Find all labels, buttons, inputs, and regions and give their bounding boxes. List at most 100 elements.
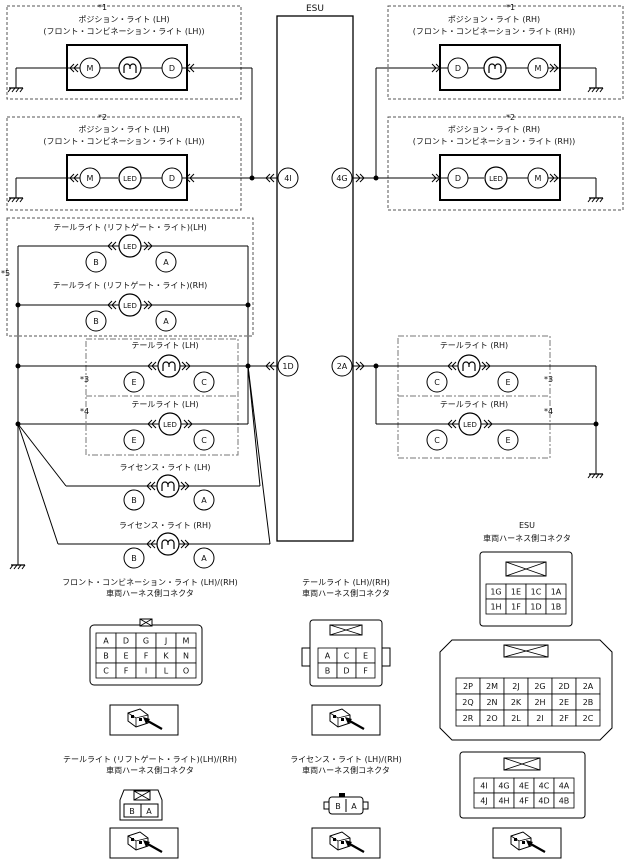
esu-connector-2-pin-label: 2N — [486, 698, 497, 707]
esu-connector-2-pin-label: 2D — [558, 682, 569, 691]
terminal-d: D — [455, 174, 461, 183]
license-pin-a: A — [351, 802, 357, 811]
front-connector-pin-label: N — [183, 652, 189, 661]
terminal-a: A — [163, 258, 169, 267]
bulb-icon — [156, 532, 180, 556]
note-4-rh: *4 — [544, 407, 553, 416]
front-connector-pin-label: B — [103, 652, 109, 661]
front-connector-pin-label: E — [123, 652, 128, 661]
connector-view-icon — [310, 703, 382, 737]
terminal-c: C — [434, 436, 440, 445]
front-connector-pin-label: L — [164, 667, 169, 676]
esu-connector-1-pin-label: 1F — [511, 603, 521, 612]
note-1-lh: *1 — [98, 3, 107, 12]
terminal-d: D — [455, 64, 461, 73]
connector-view-icon — [491, 826, 563, 860]
note-2-lh: *2 — [98, 113, 107, 122]
note-3-rh: *3 — [544, 375, 553, 384]
license-lh-label: ライセンス・ライト (LH) — [119, 463, 210, 472]
pos-lh-1-sub: (フロント・コンビネーション・ライト (LH)) — [43, 27, 204, 36]
note-4-lh: *4 — [80, 407, 89, 416]
esu-box — [276, 15, 354, 542]
note-1-rh: *1 — [506, 3, 515, 12]
esu-connector-2-pin-label: 2C — [583, 714, 594, 723]
pos-lh-1-frame — [6, 5, 242, 100]
led-label: LED — [123, 175, 137, 183]
tail-connector-pin-label: B — [325, 667, 331, 676]
pos-rh-2-label: ポジション・ライト (RH) — [448, 125, 540, 134]
esu-connector-4-pin-label: 4D — [538, 797, 549, 806]
front-connector-pin-label: J — [164, 637, 167, 646]
tail-connector-cell — [355, 662, 376, 679]
terminal-b: B — [131, 496, 137, 505]
esu-connector-1-pin-label: 1C — [531, 588, 542, 597]
pos-lh-2-label: ポジション・ライト (LH) — [78, 125, 169, 134]
terminal-c: C — [201, 436, 207, 445]
esu-connector-2-pin-label: 2G — [534, 682, 545, 691]
esu-connector-2-pin-label: 2O — [486, 714, 497, 723]
bulb-icon — [483, 56, 507, 80]
license-rh-label: ライセンス・ライト (RH) — [119, 521, 211, 530]
esu-connector-4-pin-label: 4F — [519, 797, 529, 806]
esu-connector-4-pin-label: 4A — [559, 782, 570, 791]
connector-view-icon — [310, 826, 382, 860]
esu-pin-1d — [277, 355, 299, 377]
esu-pin-4i — [277, 167, 299, 189]
front-connector-pin-label: I — [145, 667, 147, 676]
esu-connector-2-pin-label: 2P — [463, 682, 473, 691]
terminal-c: C — [201, 378, 207, 387]
esu-connector-2-pin-label: 2F — [559, 714, 569, 723]
ground-icon — [587, 473, 604, 479]
terminal-m: M — [535, 174, 542, 183]
connector-view-icon — [108, 703, 180, 737]
license-connector: B A — [323, 793, 369, 815]
liftgate-connector-title: テールライト (リフトゲート・ライト)(LH)/(RH) — [63, 754, 237, 764]
tail-connector-pin-label: D — [343, 667, 349, 676]
terminal-a: A — [201, 496, 207, 505]
tail-rh-frame — [397, 335, 551, 459]
tail-connector-pin-label: C — [344, 652, 350, 661]
bulb-icon — [118, 56, 142, 80]
tail-rh-4-label: テールライト (RH) — [440, 400, 508, 409]
front-connector-cell — [175, 662, 197, 679]
ground-icon — [7, 197, 24, 203]
pos-rh-1-sub: (フロント・コンビネーション・ライト (RH)) — [413, 27, 575, 36]
esu-connector-4-pin-label: 4C — [539, 782, 550, 791]
esu-connector-1-pin-label: 1D — [530, 603, 541, 612]
front-connector-pin-label: C — [103, 667, 109, 676]
bulb-icon — [157, 354, 181, 378]
ground-icon — [9, 564, 26, 570]
liftgate-pin-a: A — [146, 807, 152, 816]
bulb-icon — [457, 354, 481, 378]
esu-connector-2-pin-label: 2B — [583, 698, 594, 707]
terminal-b: B — [93, 258, 99, 267]
pos-rh-2-sub: (フロント・コンビネーション・ライト (RH)) — [413, 137, 575, 146]
terminal-b: B — [131, 554, 137, 563]
led-icon — [118, 234, 142, 258]
esu-connector-4-pin-label: 4E — [519, 782, 529, 791]
esu-connector-2-pin-label: 2H — [534, 698, 545, 707]
esu-connector-1-pin-label: 1A — [551, 588, 562, 597]
esu-connector-2-cell — [575, 709, 601, 727]
front-connector-sub: 車両ハーネス側コネクタ — [106, 588, 194, 598]
tail-connector-pin-label: E — [363, 652, 368, 661]
terminal-a: A — [163, 317, 169, 326]
led-icon — [458, 412, 482, 436]
connector-view-icon — [108, 826, 180, 860]
esu-connector-4-pin-label: 4G — [498, 782, 509, 791]
tail-connector-pin-label: A — [325, 652, 331, 661]
liftgate-connector-sub: 車両ハーネス側コネクタ — [106, 765, 194, 775]
tail-connector-sub: 車両ハーネス側コネクタ — [302, 588, 390, 598]
led-label: LED — [463, 421, 477, 429]
tail-connector-title: テールライト (LH)/(RH) — [302, 578, 390, 587]
terminal-e: E — [131, 378, 136, 387]
tail-lh-4-label: テールライト (LH) — [131, 400, 198, 409]
liftgate-frame — [6, 217, 254, 337]
liftgate-connector: B A — [119, 789, 163, 821]
led-icon — [118, 293, 142, 317]
front-connector-pin-label: M — [183, 637, 190, 646]
esu-connector-title: ESU — [519, 521, 535, 530]
esu-connector-2-pin-label: 2L — [511, 714, 521, 723]
led-label: LED — [163, 421, 177, 429]
